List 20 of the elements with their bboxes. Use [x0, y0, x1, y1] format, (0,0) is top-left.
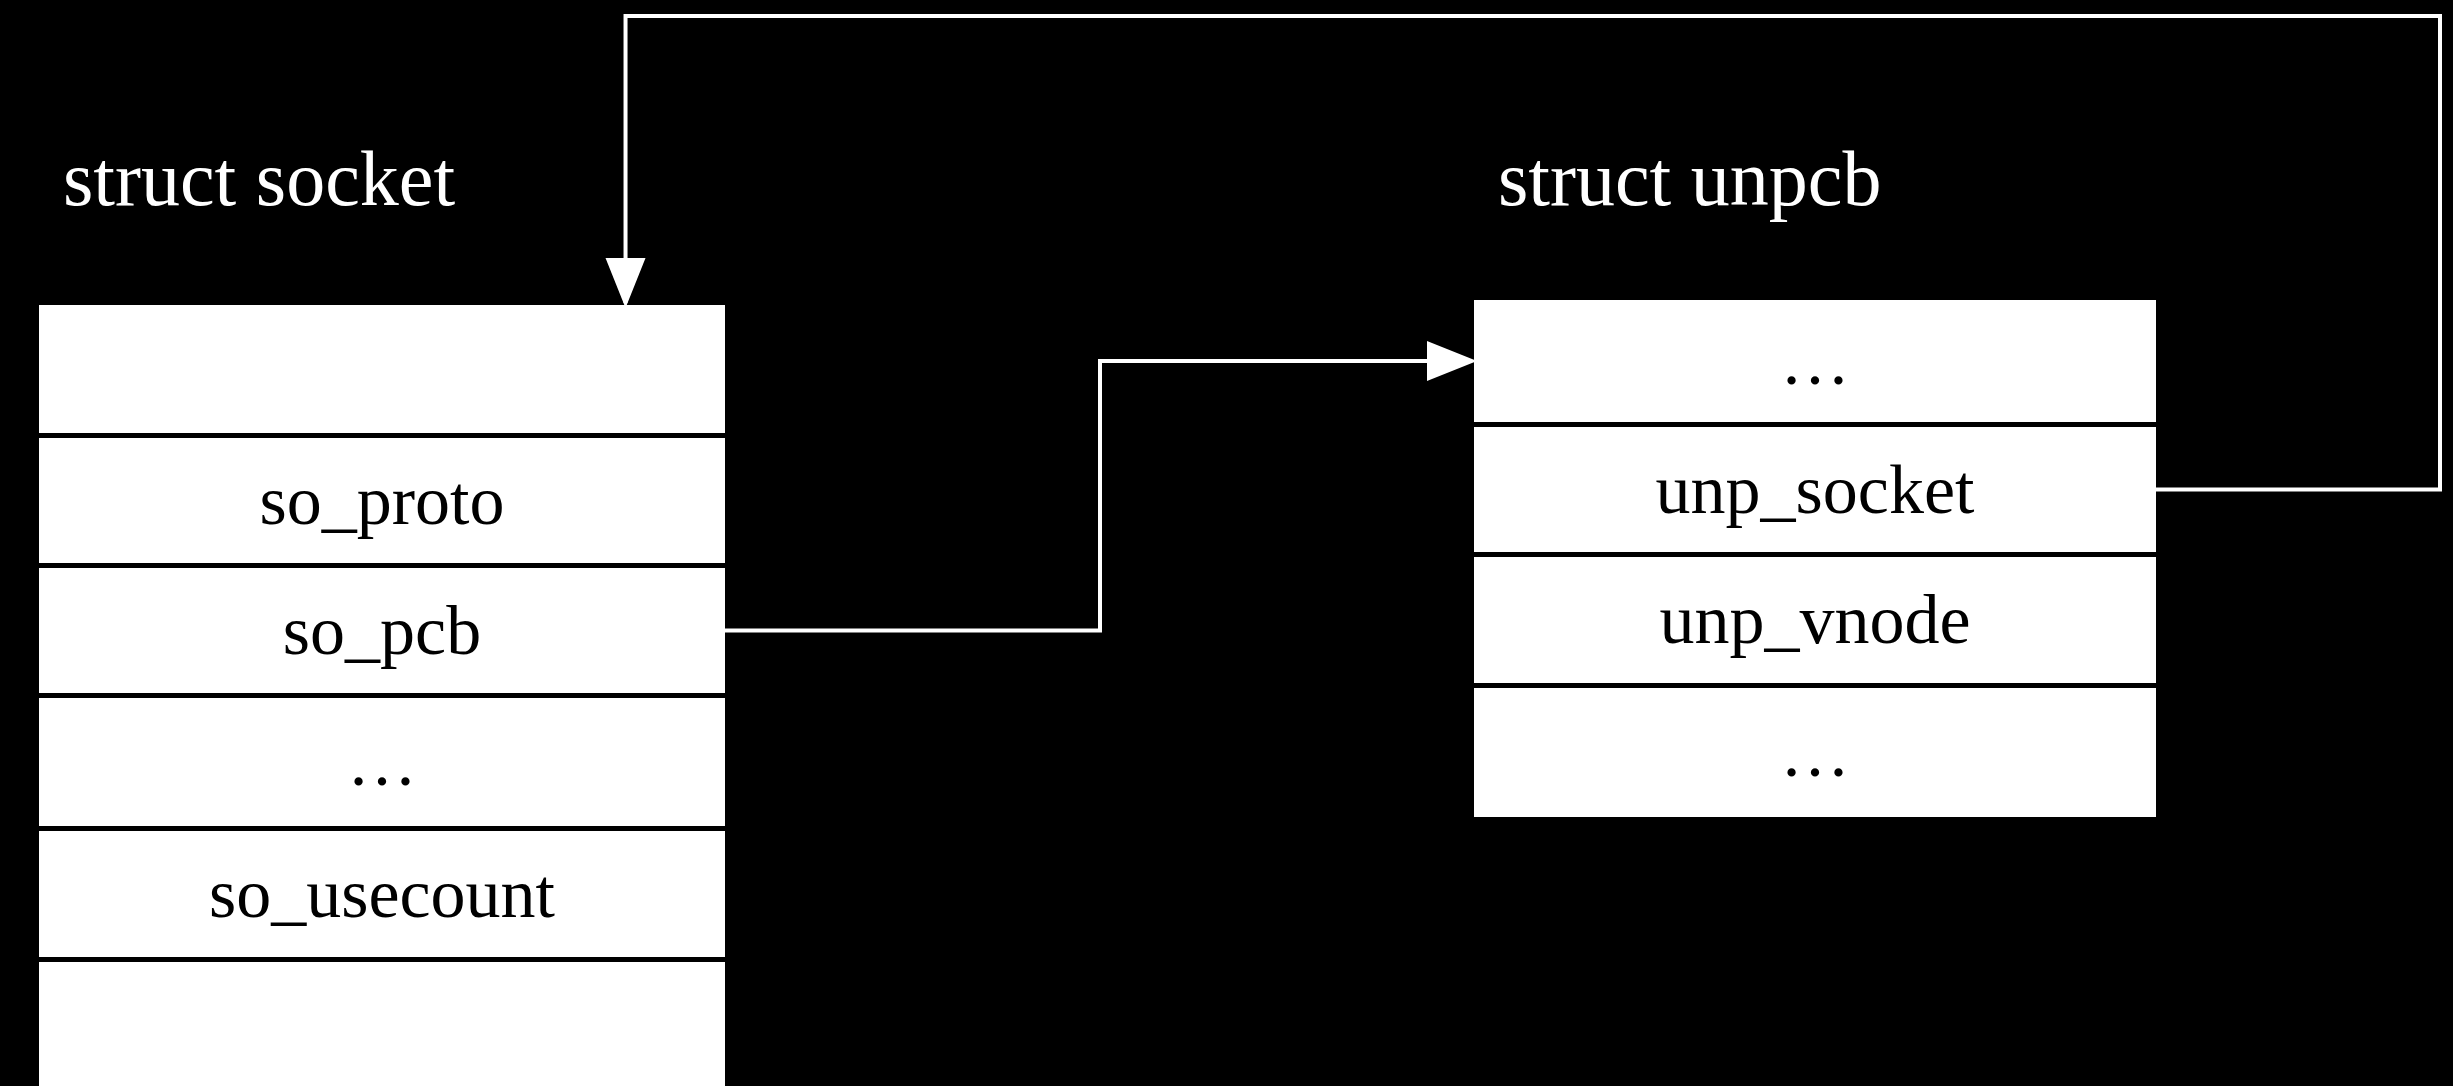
- struct-heading: struct socket: [63, 140, 456, 218]
- field-cell: [39, 831, 725, 957]
- field-name: …: [347, 722, 417, 802]
- field-cell: [39, 698, 725, 826]
- field-name: so_proto: [259, 460, 505, 541]
- field-name: so_pcb: [282, 590, 482, 671]
- field-name: so_usecount: [208, 854, 556, 934]
- empty-field-cell: [39, 305, 725, 433]
- field-cell: [1474, 300, 2156, 422]
- field-name: unp_vnode: [1659, 580, 1971, 660]
- field-cell: [1474, 427, 2156, 552]
- field-name: unp_socket: [1655, 449, 1975, 530]
- field-name: …: [1780, 712, 1850, 793]
- field-cell: [39, 438, 725, 563]
- empty-field-cell: [39, 962, 725, 1086]
- arrow: [605, 14, 2442, 492]
- field-cell: [1474, 688, 2156, 817]
- field-name: …: [1780, 321, 1850, 401]
- field-cell: [1474, 557, 2156, 683]
- field-cell: [39, 568, 725, 693]
